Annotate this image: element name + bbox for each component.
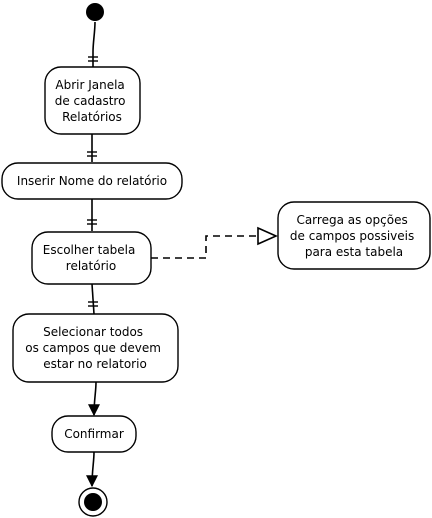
edge-escolher-tabela-to-selecionar-campos	[91, 283, 95, 315]
initial-node	[86, 3, 104, 21]
svg-text:Confirmar: Confirmar	[64, 427, 124, 441]
double-bar-marker	[88, 56, 98, 62]
action-label-line: Abrir Janela	[55, 78, 124, 92]
action-label-line: Inserir Nome do relatório	[17, 174, 167, 188]
edge-start-to-abrir-janela	[92, 21, 96, 67]
action-carrega-opcoes: Carrega as opções de campos possiveis pa…	[277, 201, 431, 270]
action-confirmar: Confirmar	[51, 415, 137, 453]
action-label-line: de campos possiveis	[290, 229, 414, 243]
svg-text:Escolher tabela relató: Escolher tabela relatório	[43, 243, 139, 273]
action-label-line: Confirmar	[64, 427, 124, 441]
nodes: Abrir Janela de cadastro Relatórios Inse…	[1, 3, 431, 517]
action-label-line: Carrega as opções	[296, 213, 407, 227]
action-label-line: para esta tabela	[305, 245, 403, 259]
double-bar-marker	[87, 219, 97, 225]
action-label-line: os campos que devem	[25, 341, 161, 355]
edge-selecionar-campos-to-confirmar	[88, 381, 101, 417]
action-selecionar-campos: Selecionar todos os campos que devem est…	[12, 313, 179, 383]
action-label-line: de cadastro	[55, 94, 126, 108]
action-label-line: Selecionar todos	[43, 325, 143, 339]
svg-text:Selecionar todos os ca: Selecionar todos os campos que devem est…	[25, 325, 165, 371]
double-bar-marker	[87, 151, 97, 157]
double-bar-marker	[88, 301, 98, 307]
action-inserir-nome: Inserir Nome do relatório	[1, 162, 183, 200]
action-label-line: Relatórios	[62, 110, 122, 124]
final-node	[78, 487, 108, 517]
action-abrir-janela: Abrir Janela de cadastro Relatórios	[44, 66, 141, 135]
hollow-triangle-marker	[257, 226, 278, 246]
edge-escolher-tabela-to-carrega-opcoes	[151, 235, 258, 259]
action-label-line: estar no relatorio	[43, 357, 147, 371]
svg-text:Inserir Nome do relatório: Inserir Nome do relatório	[17, 174, 167, 188]
action-label-line: relatório	[66, 259, 116, 273]
edge-confirmar-to-end	[86, 451, 99, 488]
svg-text:Carrega as opções de c: Carrega as opções de campos possiveis pa…	[290, 213, 418, 259]
svg-text:Abrir Janela de cadast: Abrir Janela de cadastro Relatórios	[55, 78, 130, 124]
action-label-line: Escolher tabela	[43, 243, 136, 257]
edges	[86, 21, 278, 488]
action-escolher-tabela: Escolher tabela relatório	[31, 231, 152, 285]
